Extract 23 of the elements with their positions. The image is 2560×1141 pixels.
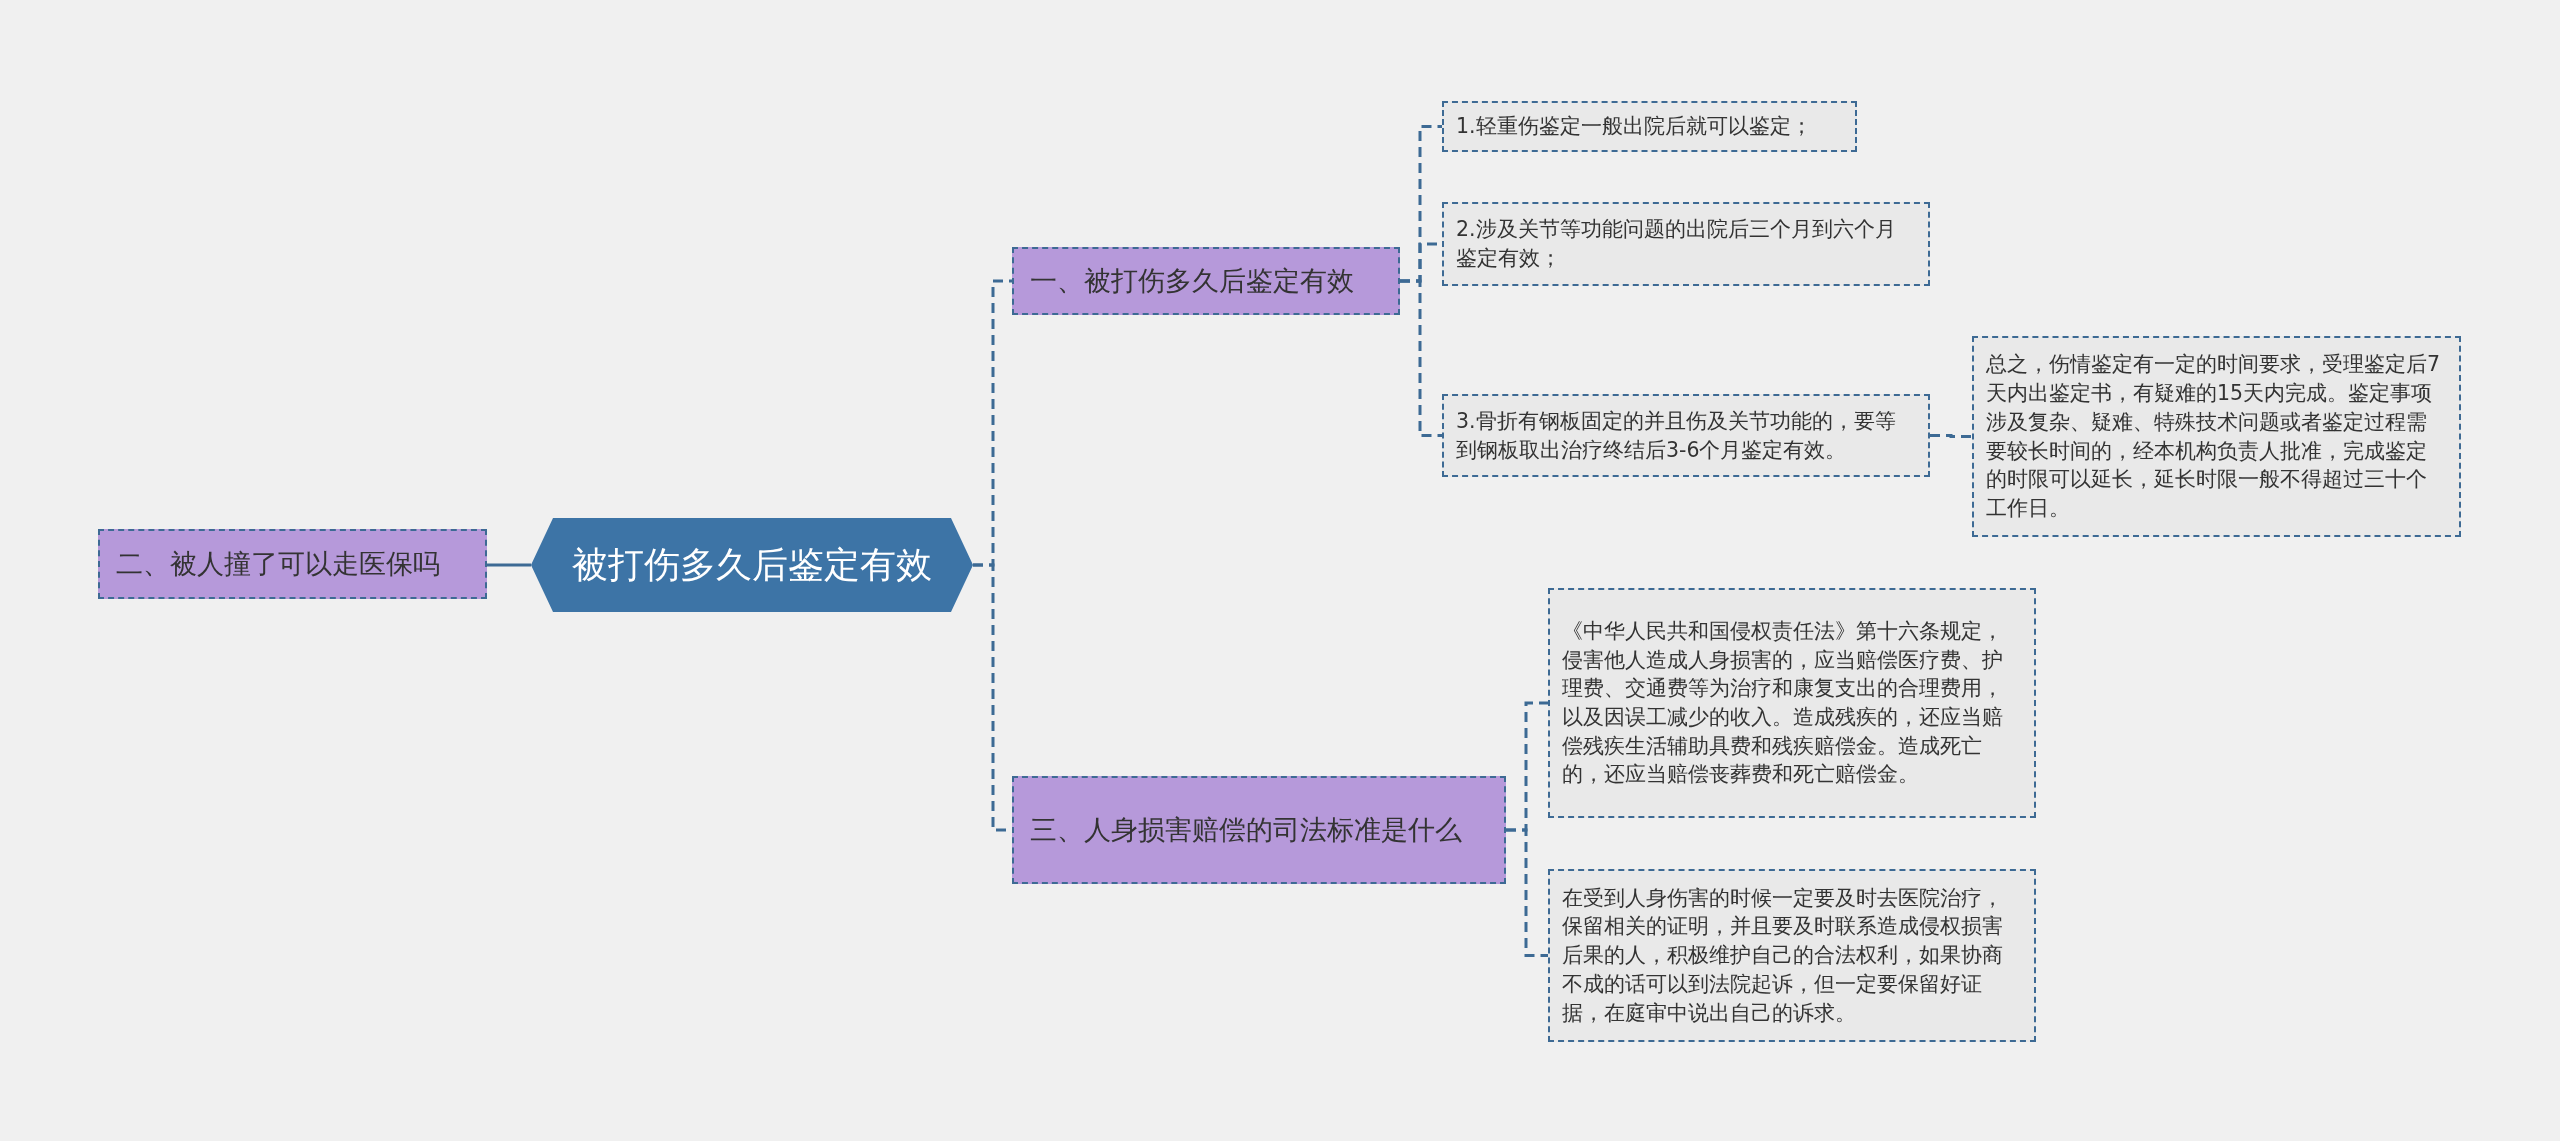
note-box xyxy=(1548,869,2036,1042)
note-text: 《中华人民共和国侵权责任法》第十六条规定，侵害他人造成人身损害的，应当赔偿医疗费、护理费、交通费等为治疗和康复支出的合理费用，以及因误工减少的收入。造成残疾的，还应当赔偿残疾生活辅助具费和残疾赔偿金。造成死亡的，还应当赔偿丧葬费和死亡赔偿金。 xyxy=(1562,617,2004,789)
branch-text: 三、人身损害赔偿的司法标准是什么 xyxy=(1030,813,1462,848)
branch-text: 一、被打伤多久后鉴定有效 xyxy=(1030,264,1354,299)
topic-hexagon xyxy=(531,518,973,612)
note-text: 在受到人身伤害的时候一定要及时去医院治疗，保留相关的证明，并且要及时联系造成侵权损害后果的人，积极维护自己的合法权利，如果协商不成的话可以到法院起诉，但一定要保留好证据，在庭审中说出自己的诉求。 xyxy=(1562,884,2004,1027)
note-text: 总之，伤情鉴定有一定的时间要求，受理鉴定后7天内出鉴定书，有疑难的15天内完成。鉴定事项涉及复杂、疑难、特殊技术问题或者鉴定过程需要较长时间的，经本机构负责人批准，完成鉴定的时限可以延长，延长时限一般不得超过三十个工作日。 xyxy=(1986,351,2442,522)
topic-text: 被打伤多久后鉴定有效 xyxy=(572,542,932,587)
note-text: 1.轻重伤鉴定一般出院后就可以鉴定； xyxy=(1456,113,1812,141)
note-box xyxy=(1442,101,1857,152)
connector-line xyxy=(1930,434,1972,438)
branch-box xyxy=(1012,247,1400,315)
note-box xyxy=(1442,202,1930,286)
connector-line xyxy=(1400,279,1442,437)
branch-text: 二、被人撞了可以走医保吗 xyxy=(116,547,440,582)
branch-box xyxy=(1012,776,1506,884)
branch-box xyxy=(98,529,487,599)
note-box xyxy=(1972,336,2461,537)
note-text: 2.涉及关节等功能问题的出院后三个月到六个月鉴定有效； xyxy=(1456,216,1897,272)
note-box xyxy=(1442,394,1930,477)
note-box xyxy=(1548,588,2036,818)
connector-line xyxy=(1506,828,1548,957)
note-text: 3.骨折有钢板固定的并且伤及关节功能的，要等到钢板取出治疗终结后3-6个月鉴定有效。 xyxy=(1456,407,1897,464)
